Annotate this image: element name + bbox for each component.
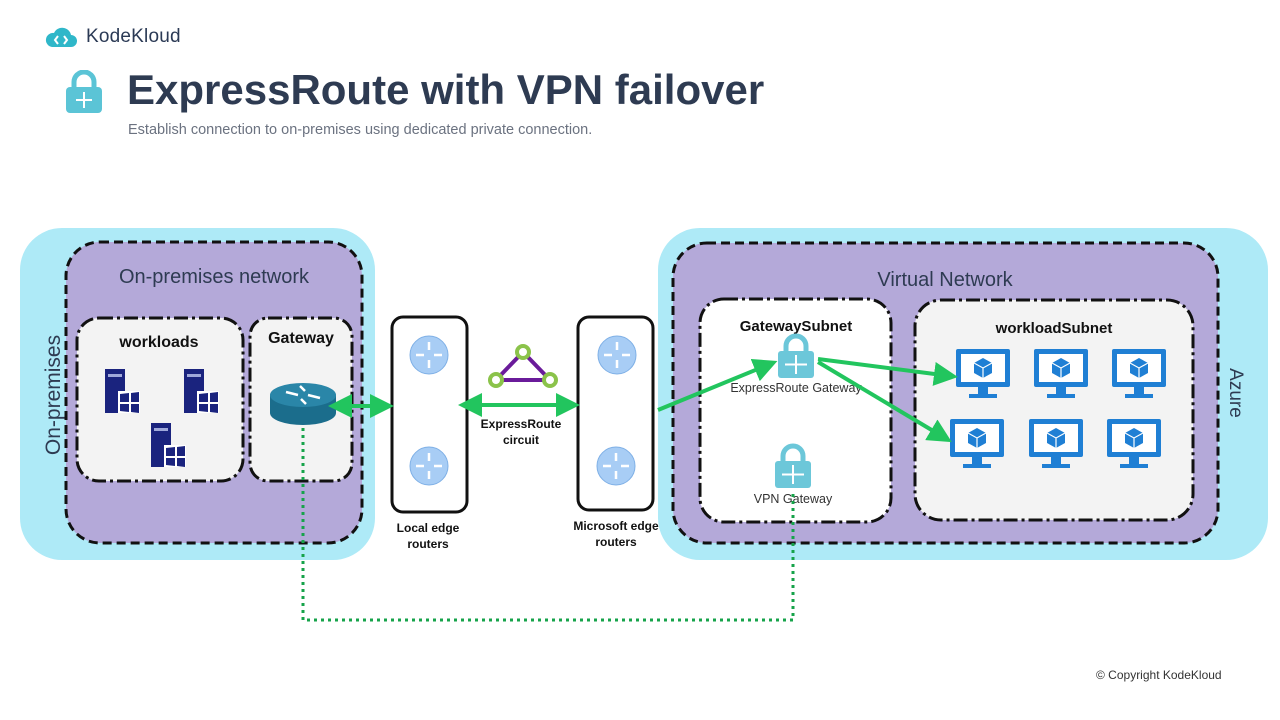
gateway-router-icon <box>270 383 336 425</box>
page-subtitle: Establish connection to on-premises usin… <box>128 122 593 138</box>
microsoft-edge-label-2: routers <box>595 535 637 549</box>
msee-to-er-gateway-link <box>657 358 778 412</box>
circuit-label-2: circuit <box>503 433 539 447</box>
on-premises-zone-label: On-premises <box>42 335 65 455</box>
workloads-label: workloads <box>118 334 198 351</box>
copyright: © Copyright KodeKloud <box>1096 668 1222 682</box>
expressroute-circuit-icon <box>488 344 558 388</box>
vpn-failover-link <box>301 428 795 622</box>
expressroute-gateway-label: ExpressRoute Gateway <box>730 381 862 395</box>
gateway-subnet-label: GatewaySubnet <box>740 318 853 335</box>
vpn-gateway-label: VPN Gateway <box>754 492 833 506</box>
er-gateway-to-vm-link <box>816 360 952 443</box>
brand-name: KodeKloud <box>86 26 181 47</box>
workload-subnet-label: workloadSubnet <box>995 320 1113 337</box>
er-gateway-to-vm-link <box>817 357 958 386</box>
router-icon <box>596 334 638 376</box>
primary-links <box>328 357 958 443</box>
router-icon <box>595 445 637 487</box>
lock-gateway-icon <box>66 70 102 113</box>
microsoft-edge-label-1: Microsoft edge <box>573 519 659 533</box>
local-edge-label-1: Local edge <box>397 521 460 535</box>
local-edge-label-2: routers <box>407 537 449 551</box>
azure-zone-label: Azure <box>1225 368 1246 418</box>
router-icon <box>408 334 450 376</box>
circuit-label-1: ExpressRoute <box>481 417 562 431</box>
cloud-logo-icon <box>45 27 77 47</box>
gateway-subnet-box <box>698 297 893 524</box>
virtual-network-label: Virtual Network <box>877 269 1013 291</box>
router-icon <box>408 445 450 487</box>
kodekloud-logo: KodeKloud <box>44 26 181 48</box>
gateway-label: Gateway <box>268 330 334 347</box>
workloads-box <box>75 316 245 483</box>
page-title: ExpressRoute with VPN failover <box>127 66 765 113</box>
on-premises-network-label: On-premises network <box>119 266 310 288</box>
